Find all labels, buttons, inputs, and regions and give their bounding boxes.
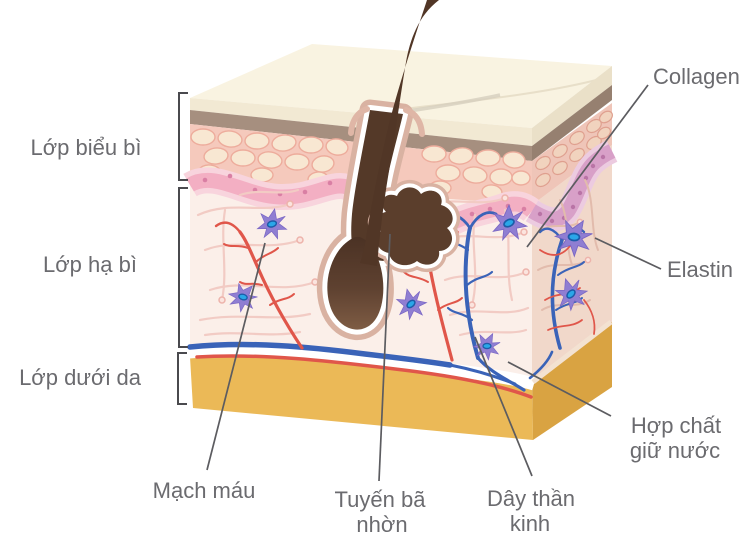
label-blood-vessel: Mạch máu: [153, 478, 256, 503]
surface-right-face: [532, 66, 612, 146]
label-nerve-line1: Dây thần: [487, 486, 575, 511]
leader-line-blood-vessel: [206, 242, 266, 471]
hair-follicle: [316, 0, 461, 341]
sebaceous-gland: [367, 180, 461, 273]
leader-line-collagen: [526, 84, 649, 248]
label-nerve-line2: kinh: [510, 511, 550, 536]
bracket-dermis: [178, 187, 188, 348]
labels: Lớp biểu bì Lớp hạ bì Lớp dưới da Collag…: [19, 64, 740, 537]
label-water-compound-line2: giữ nước: [630, 438, 720, 463]
leader-line-sebaceous: [378, 233, 391, 482]
hair-shaft: [360, 0, 439, 266]
label-subcutaneous: Lớp dưới da: [19, 365, 142, 390]
fat-right-face: [532, 322, 612, 440]
label-dermis: Lớp hạ bì: [43, 252, 137, 277]
leader-lines: [206, 84, 662, 482]
leader-line-water-compound: [507, 361, 612, 417]
label-water-compound-line1: Hợp chất: [631, 413, 721, 438]
bracket-epidermis: [178, 92, 188, 181]
surface-crease: [394, 77, 605, 111]
label-elastin: Elastin: [667, 257, 733, 282]
blue-vessel-tree-center: [442, 211, 526, 392]
layer-brackets: [177, 92, 188, 405]
follicle-lip-left: [348, 106, 370, 136]
epidermis-cells: [190, 128, 531, 200]
label-epidermis: Lớp biểu bì: [30, 135, 141, 160]
leader-line-elastin: [594, 237, 662, 270]
bracket-subcutaneous: [177, 352, 187, 405]
main-red-vessel: [195, 354, 533, 399]
label-sebaceous-line2: nhờn: [356, 512, 407, 537]
label-collagen: Collagen: [653, 64, 740, 89]
main-blue-vessel: [187, 341, 453, 368]
leader-line-nerve: [474, 336, 533, 477]
label-sebaceous-line1: Tuyến bã: [335, 487, 427, 512]
skin-block: [183, 0, 618, 440]
follicle-lip-right: [403, 107, 425, 137]
